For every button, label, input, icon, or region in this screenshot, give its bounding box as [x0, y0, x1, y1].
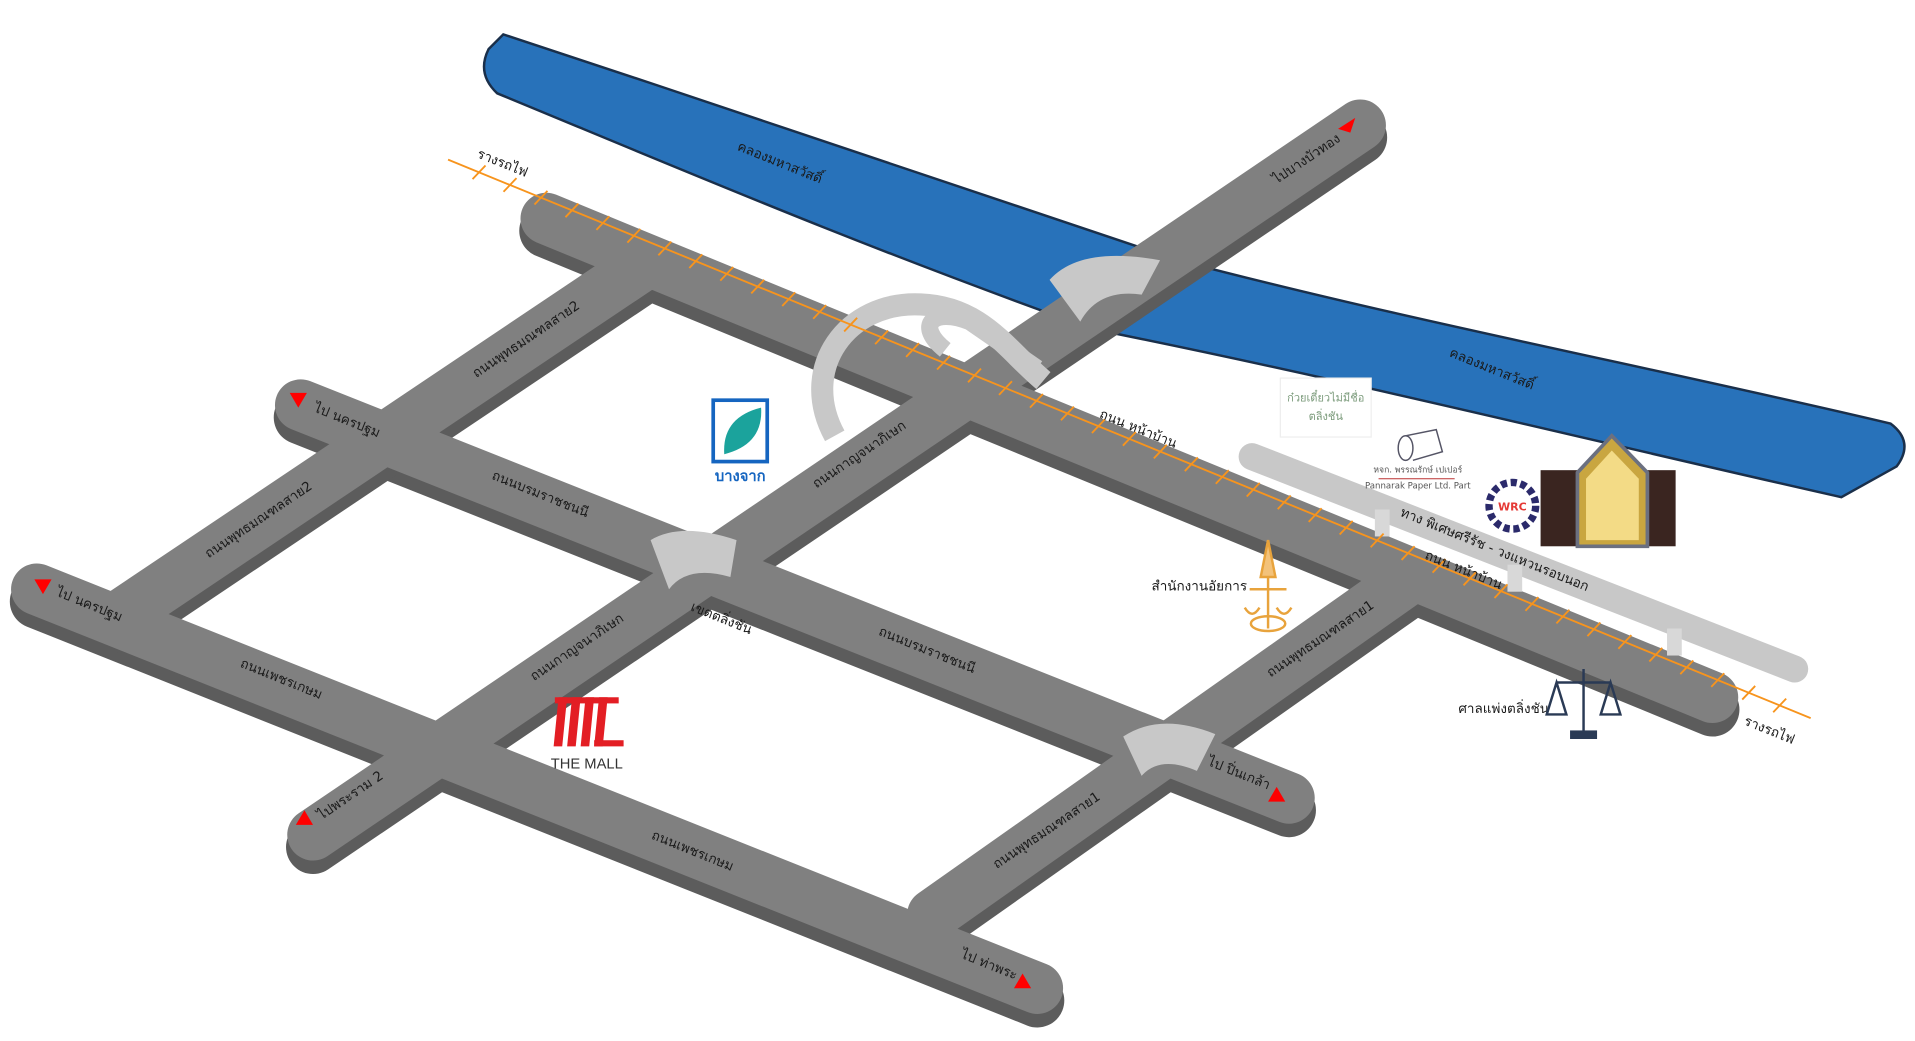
railway-tick: [843, 317, 858, 333]
arrow-icon: [34, 579, 52, 595]
building-photo: [1540, 433, 1676, 549]
attorney-emblem-icon: [1243, 539, 1293, 633]
the-mall-logo-icon: [553, 697, 624, 747]
railway-tick: [967, 367, 982, 383]
railway-tick: [812, 304, 827, 320]
svg-text:หจก. พรรณรักษ์ เปเปอร์: หจก. พรรณรักษ์ เปเปอร์: [1373, 465, 1462, 476]
railway-tick: [1400, 545, 1416, 561]
landmark-pannarak-paper: หจก. พรรณรักษ์ เปเปอร์ Pannarak Paper Lt…: [1365, 428, 1471, 492]
railway-tick: [1246, 482, 1261, 498]
railway-tick: [688, 253, 703, 269]
railway-tick: [905, 342, 920, 358]
railway-tick: [1586, 621, 1602, 637]
svg-text:ศาลแพ่งตลิ่งชัน: ศาลแพ่งตลิ่งชัน: [1458, 699, 1549, 717]
road-borommaratchachonnani: [274, 379, 1315, 824]
railway: [447, 158, 1812, 719]
railway-tick: [1648, 647, 1663, 663]
arrow-icon: [295, 810, 314, 825]
landmark-attorney-office: สำนักงานอัยการ: [1151, 539, 1293, 633]
landmark-civil-court: ศาลแพ่งตลิ่งชัน: [1458, 669, 1623, 740]
railway-tick: [564, 202, 580, 218]
railway-label: รางรถไฟ: [475, 146, 530, 181]
svg-text:ก๋วยเตี๋ยวไม่มีชื่อ: ก๋วยเตี๋ยวไม่มีชื่อ: [1287, 389, 1364, 405]
railway-tick: [1122, 431, 1137, 447]
railway-tick: [936, 355, 951, 371]
railway-tick: [1741, 685, 1756, 701]
svg-text:สำนักงานอัยการ: สำนักงานอัยการ: [1151, 578, 1247, 594]
railway-tick: [998, 380, 1013, 396]
railway-tick: [1029, 393, 1044, 409]
interchange-loop: [811, 293, 1051, 442]
road-phetkasem: [11, 563, 1064, 1014]
roads: [11, 99, 1739, 1014]
railway-tick: [1679, 659, 1694, 675]
railway-tick: [1215, 469, 1230, 485]
railway-tick: [750, 279, 765, 294]
railway-label: รางรถไฟ: [1742, 713, 1797, 748]
railway-tick: [1555, 609, 1571, 625]
road-phutthamonthon-2: [96, 238, 671, 640]
landmark-wrc: WRC: [1485, 478, 1540, 533]
railway-tick: [471, 164, 487, 180]
road-main-top: [520, 192, 1739, 724]
railway-tick: [1308, 507, 1323, 523]
railway-tick: [1338, 520, 1354, 536]
scales-of-justice-icon: [1545, 669, 1623, 740]
paper-roll-icon: [1397, 428, 1444, 462]
gear-icon: [1485, 478, 1540, 533]
railway-tick: [874, 329, 889, 345]
svg-text:บางจาก: บางจาก: [715, 468, 766, 485]
railway-tick: [1277, 494, 1292, 510]
railway-tick: [1369, 532, 1385, 548]
railway-tick: [533, 190, 549, 206]
svg-text:Pannarak Paper Ltd. Part: Pannarak Paper Ltd. Part: [1365, 482, 1471, 492]
landmark-the-mall: THE MALL: [551, 697, 624, 772]
railway-tick: [657, 241, 672, 256]
railway-tick: [1431, 558, 1447, 574]
arrow-icon: [1338, 117, 1356, 133]
railway-tick: [1524, 596, 1540, 612]
bridges: [650, 255, 1216, 776]
railway-tick: [719, 266, 734, 282]
railway-tick: [1184, 456, 1199, 472]
direction-arrows: [34, 117, 1356, 989]
railway-tick: [1617, 634, 1632, 650]
railway-tick: [1153, 444, 1168, 460]
landmark-bangchak: บางจาก: [711, 398, 770, 485]
landmark-noodle-shop: ก๋วยเตี๋ยวไม่มีชื่อ ตลิ่งชัน: [1279, 377, 1372, 438]
svg-text:THE MALL: THE MALL: [551, 756, 623, 772]
arrow-icon: [1268, 786, 1286, 802]
svg-text:ตลิ่งชัน: ตลิ่งชัน: [1309, 408, 1344, 423]
expressway-overpass: [1238, 443, 1809, 683]
svg-text:WRC: WRC: [1498, 501, 1527, 514]
railway-tick: [1060, 406, 1075, 421]
arrow-icon: [1013, 973, 1032, 989]
railway-tick: [595, 215, 611, 231]
railway-tick: [1710, 672, 1725, 688]
railway-tick: [1493, 583, 1509, 599]
road-kanchanaphisek: [287, 99, 1386, 861]
arrow-icon: [289, 392, 307, 408]
railway-tick: [1462, 571, 1478, 586]
railway-tick: [1772, 697, 1787, 713]
railway-tick: [502, 177, 518, 193]
railway-tick: [1091, 418, 1106, 434]
railway-tick: [781, 291, 796, 307]
railway-tick: [626, 228, 642, 244]
